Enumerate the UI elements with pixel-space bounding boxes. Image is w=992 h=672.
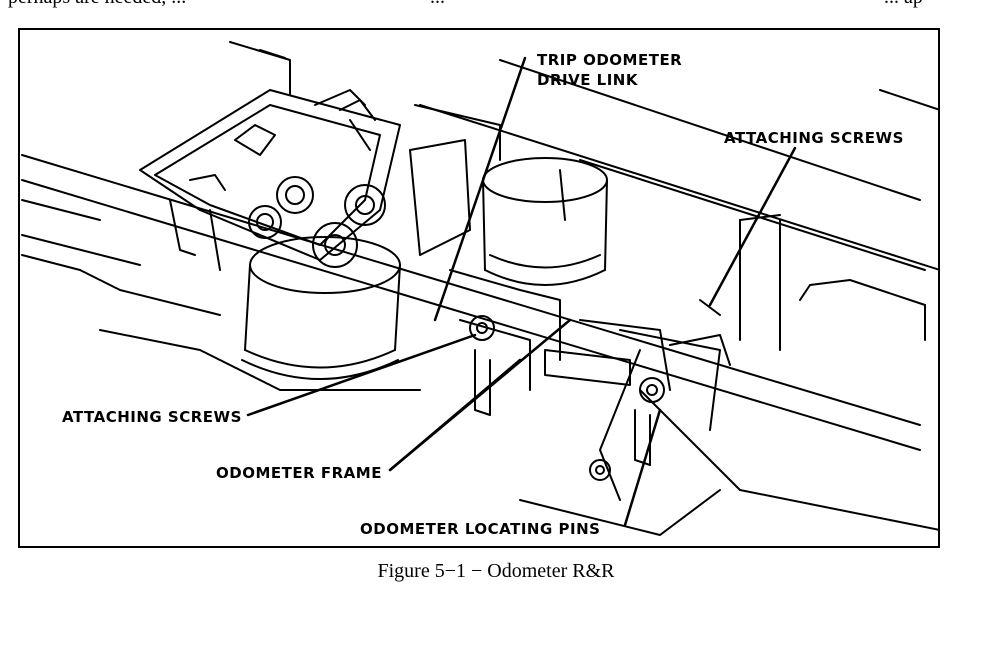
- figure-frame: TRIP ODOMETER DRIVE LINK ATTACHING SCREW…: [18, 28, 940, 548]
- text-fragment-mid: ...: [430, 0, 445, 9]
- odometer-illustration: [21, 41, 938, 536]
- housing-rails: [21, 41, 938, 536]
- callout-trip-odometer: TRIP ODOMETER DRIVE LINK: [537, 50, 682, 90]
- text-fragment-left: perhaps are needed, ...: [8, 0, 186, 9]
- text-fragment-right: ... ap: [884, 0, 923, 9]
- callout-attaching-screws-upper: ATTACHING SCREWS: [724, 129, 904, 147]
- callout-leaders: [246, 56, 797, 527]
- odometer-drum-center: [482, 157, 608, 286]
- odometer-gear-plate: [139, 89, 401, 271]
- page-text-fragment: perhaps are needed, ... ... ... ap: [0, 0, 992, 12]
- callout-odometer-locating-pins: ODOMETER LOCATING PINS: [360, 520, 601, 538]
- odometer-drum-left: [241, 236, 401, 380]
- odometer-frame-structure: [409, 104, 731, 481]
- callout-trip-odometer-line2: DRIVE LINK: [537, 71, 638, 89]
- figure-caption: Figure 5−1 − Odometer R&R: [377, 560, 615, 582]
- callout-trip-odometer-line1: TRIP ODOMETER: [537, 51, 683, 69]
- callout-attaching-screws-lower: ATTACHING SCREWS: [62, 408, 242, 426]
- callout-odometer-frame: ODOMETER FRAME: [216, 464, 382, 482]
